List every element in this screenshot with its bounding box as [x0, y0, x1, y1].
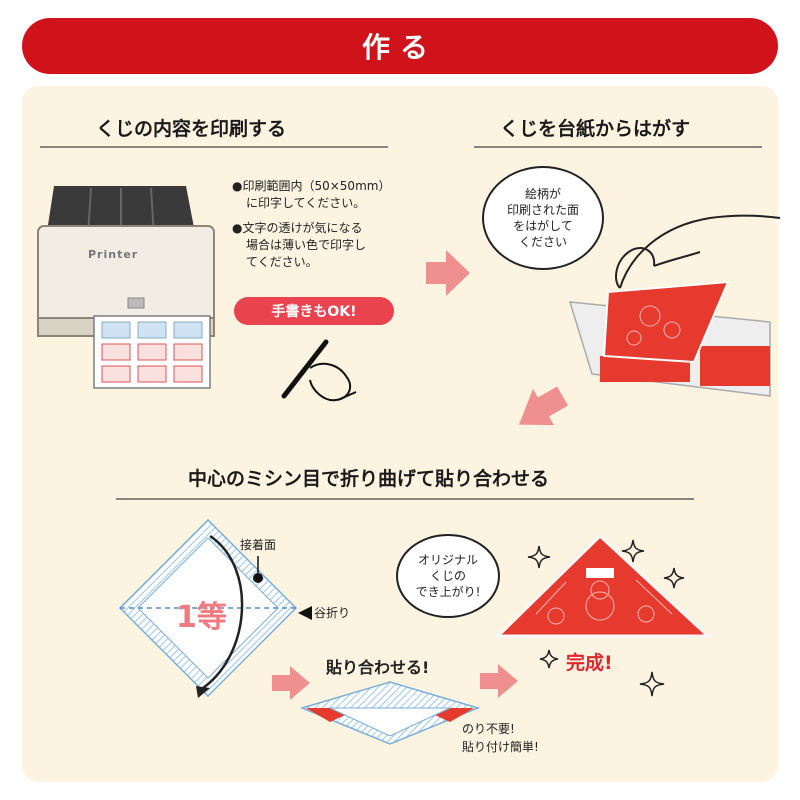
bubble-line: 絵柄が: [524, 187, 561, 201]
prize-label: 1等: [176, 600, 227, 635]
sparkle-icon: [621, 539, 645, 563]
finished-lottery-triangle: [494, 533, 712, 638]
sparkle-icon: [539, 649, 559, 669]
glue-note-line: のり不要!: [462, 722, 515, 736]
note-line: 場合は薄い色で印字し: [246, 238, 367, 252]
print-area-note: ●印刷範囲内（50×50mm） に印字してください。: [232, 178, 390, 212]
note-line: に印字してください。: [246, 196, 366, 210]
adhesive-pointer: [257, 556, 259, 578]
glue-note: のり不要! 貼り付け簡単!: [462, 720, 539, 756]
peel-hand-illustration: [568, 214, 781, 397]
handwrite-badge: 手書きもOK!: [234, 297, 394, 325]
printer-illustration: [37, 186, 215, 389]
step3-heading: 中心のミシン目で折り曲げて貼り合わせる: [188, 468, 550, 490]
glue-note-line: 貼り付け簡単!: [462, 740, 539, 754]
adhesive-label: 接着面: [240, 538, 277, 552]
note-line: ●文字の透けが気になる: [232, 221, 363, 235]
bubble-line: 印刷された面: [506, 203, 579, 217]
step1-divider: [40, 146, 388, 148]
sparkle-icon: [527, 545, 551, 569]
done-label: 完成!: [566, 648, 613, 675]
bubble-line: をはがして: [513, 219, 573, 233]
done-label-text: 完成!: [566, 652, 613, 674]
step3-divider: [116, 498, 694, 500]
valley-fold-label: 谷折り: [314, 606, 351, 620]
page-banner: 作る: [22, 18, 778, 74]
arrow-right-icon: [480, 664, 518, 698]
printer-label: Printer: [88, 248, 139, 261]
step2-divider: [474, 146, 762, 148]
glue-heading: 貼り合わせる!: [326, 658, 430, 677]
glued-triangle: [299, 681, 481, 745]
sparkle-icon: [639, 671, 665, 697]
arrow-right-icon: [426, 250, 470, 296]
sparkle-icon: [663, 567, 685, 589]
step1-heading: くじの内容を印刷する: [96, 118, 287, 140]
note-line: ●印刷範囲内（50×50mm）: [232, 179, 391, 193]
fold-diagram: [118, 518, 298, 698]
done-bubble: オリジナル くじの でき上がり!: [396, 534, 500, 618]
transparency-note: ●文字の透けが気になる 場合は薄い色で印字し てください。: [232, 220, 366, 271]
arrow-right-icon: [272, 666, 310, 700]
bubble-line: でき上がり!: [415, 585, 481, 599]
pen-hand-icon: [281, 339, 357, 402]
step2-heading: くじを台紙からはがす: [500, 118, 691, 140]
note-line: てください。: [246, 255, 318, 269]
bubble-line: ください: [518, 235, 567, 249]
arrow-down-left-icon: [518, 386, 569, 426]
peel-instruction-bubble: 絵柄が 印刷された面 をはがして ください: [482, 166, 604, 270]
bubble-line: オリジナル: [417, 553, 478, 567]
banner-title: 作る: [361, 31, 438, 64]
bubble-line: くじの: [429, 569, 466, 583]
handwrite-badge-label: 手書きもOK!: [271, 304, 357, 320]
valley-pointer-icon: [298, 606, 312, 620]
